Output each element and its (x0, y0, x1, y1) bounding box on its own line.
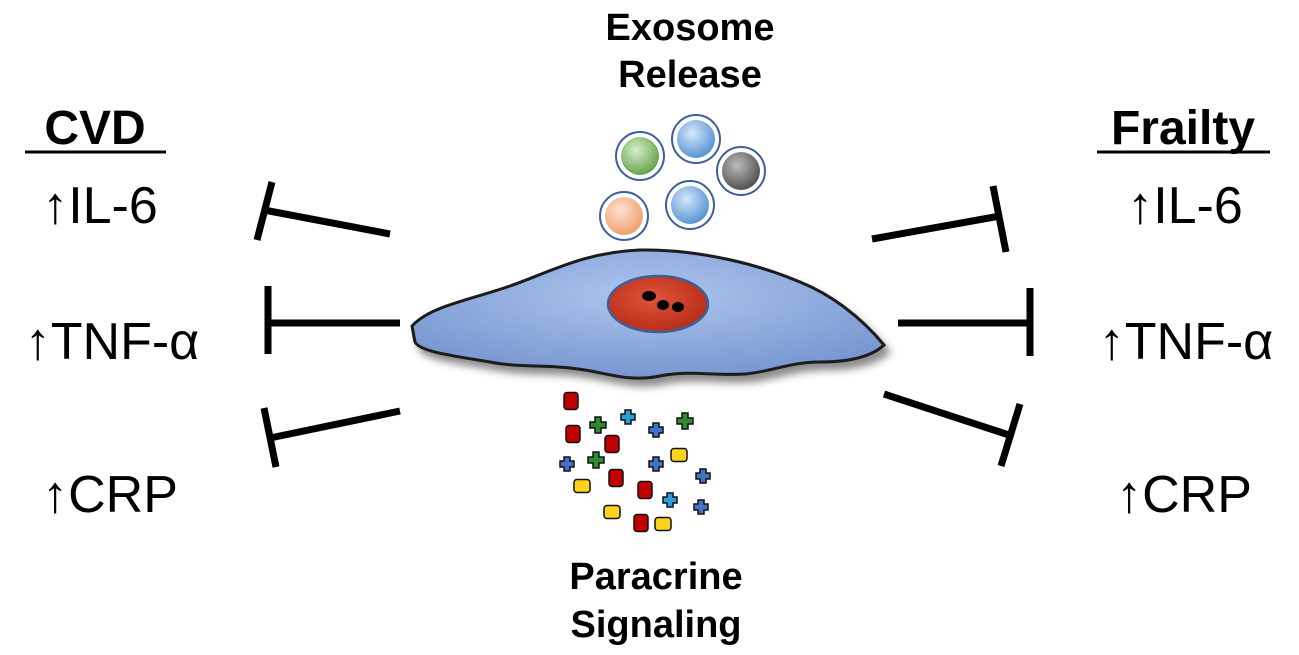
paracrine-signaling-label: Paracrine Signaling (569, 556, 742, 646)
particle-blue (648, 456, 664, 472)
exosome-blue-bottom (665, 180, 715, 230)
exosome-orange (599, 191, 649, 241)
cvd-marker-crp: ↑CRP (42, 466, 178, 524)
frailty-marker-crp: ↑CRP (1116, 466, 1252, 524)
particle-cyan (662, 492, 678, 508)
inhibit-frailty-tnf-alpha (898, 288, 1034, 356)
cvd-marker-il6: ↑IL-6 (42, 177, 158, 235)
particle-red (637, 480, 653, 500)
particle-green (676, 412, 694, 430)
particle-red (633, 513, 649, 533)
particle-yellow (573, 478, 591, 494)
particle-blue (693, 499, 709, 515)
particle-red (563, 391, 579, 411)
particle-red (565, 424, 581, 444)
nucleolus-2 (657, 300, 669, 310)
particle-yellow (654, 516, 672, 532)
exosome-release-label: Exosome Release (606, 7, 775, 96)
inhibit-frailty-crp (882, 390, 1024, 468)
particle-red (604, 434, 620, 454)
exosome-green (615, 131, 665, 181)
inhibit-cvd-tnf-alpha (264, 286, 400, 354)
particle-yellow (603, 504, 621, 520)
cvd-heading: CVD (44, 102, 145, 155)
nucleolus-3 (672, 302, 684, 312)
exosome-blue-top (671, 114, 721, 164)
cvd-marker-tnf-alpha: ↑TNF-α (25, 313, 199, 371)
exosome-release-line1: Exosome (606, 7, 775, 49)
particle-yellow (670, 447, 688, 463)
frailty-marker-il6: ↑IL-6 (1127, 177, 1243, 235)
paracrine-signaling-line2: Signaling (571, 604, 742, 646)
nucleolus-1 (642, 291, 656, 301)
particle-blue (559, 456, 575, 472)
inhibition-arrows-left (253, 181, 401, 468)
paracrine-signaling-line1: Paracrine (569, 556, 742, 598)
particle-blue (648, 422, 664, 438)
frailty-marker-tnf-alpha: ↑TNF-α (1099, 313, 1273, 371)
particle-green (589, 416, 607, 434)
exosome-gray (716, 146, 766, 196)
inhibit-frailty-il6 (871, 185, 1010, 253)
particle-blue (695, 468, 711, 484)
particle-cyan (620, 409, 636, 425)
exosome-release-line2: Release (618, 54, 762, 96)
inhibit-cvd-crp (260, 407, 401, 468)
frailty-heading: Frailty (1111, 102, 1255, 155)
paracrine-particles (559, 391, 711, 533)
inhibition-arrows-right (871, 185, 1034, 468)
inhibit-cvd-il6 (253, 181, 391, 241)
exosome-vesicles (599, 114, 766, 241)
cell (410, 248, 887, 380)
particle-green (587, 451, 605, 469)
frailty-panel: Frailty ↑IL-6 ↑TNF-α ↑CRP (1097, 102, 1273, 524)
particle-red (608, 468, 624, 488)
cvd-panel: CVD ↑IL-6 ↑TNF-α ↑CRP (25, 102, 199, 524)
